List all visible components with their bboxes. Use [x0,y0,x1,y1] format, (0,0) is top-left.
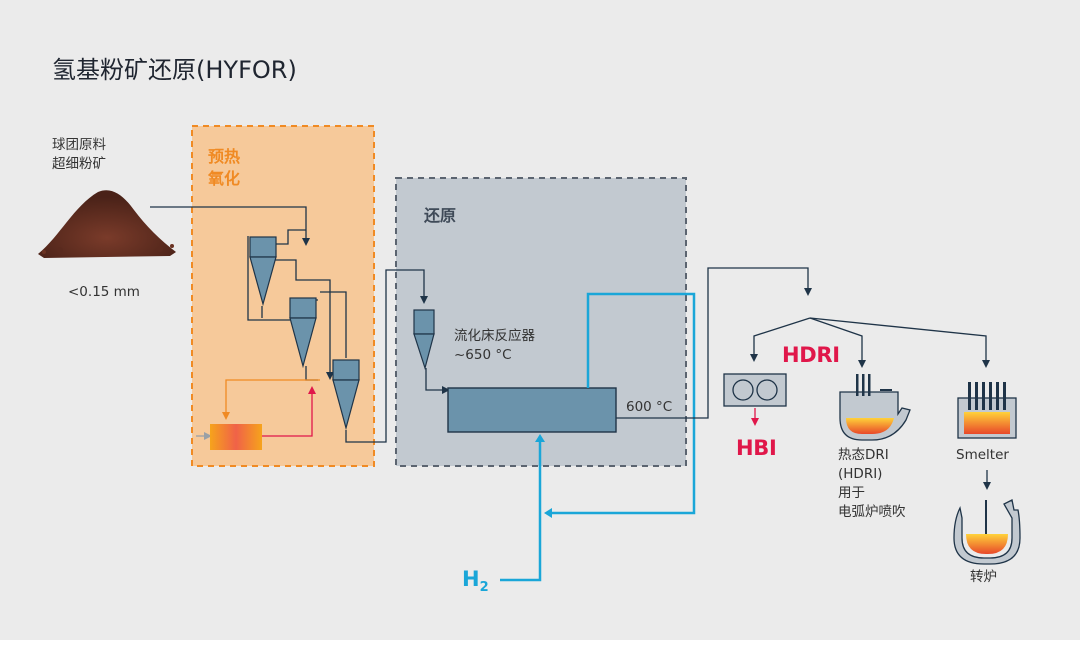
feed-label: 球团原料 超细粉矿 [52,136,106,174]
cyclone-3 [332,359,360,431]
hot-dri-label-line2: (HDRI) [838,466,883,482]
fluidized-bed-reactor [447,387,617,433]
reactor-label-line1: 流化床反应器 [454,328,535,344]
reactor-label-line2: ~650 °C [454,347,512,363]
feed-line [150,206,310,246]
preheat-zone-label-line1: 预热 [208,147,241,166]
ore-pile-icon [38,190,176,258]
feed-label-line2: 超细粉矿 [52,156,106,172]
heater-lines [196,379,320,440]
preheater-burner [210,424,262,450]
preheat-zone-label-line2: 氧化 [208,169,241,188]
outlet-temperature: 600 °C [626,399,673,415]
converter-icon [953,499,1021,565]
product-outlet-line [616,267,990,419]
hydrogen-label: H2 [462,567,489,595]
hot-dri-label-line4: 电弧炉喷吹 [838,504,906,520]
hydrogen-subscript: 2 [479,580,489,596]
hydrogen-symbol: H [462,567,480,591]
smelter-label: Smelter [956,447,1009,463]
electric-arc-furnace-icon [839,374,911,441]
reduction-zone-label: 还原 [424,206,457,225]
hot-dri-label: 热态DRI (HDRI) 用于 电弧炉喷吹 [838,446,906,522]
hydrogen-loop [500,292,696,582]
hot-dri-label-line1: 热态DRI [838,447,889,463]
hdri-label: HDRI [782,343,840,367]
feed-size-label: <0.15 mm [68,284,140,300]
cyclone-2 [289,297,317,369]
briquetting-press-icon [723,373,787,426]
feed-label-line1: 球团原料 [52,137,106,153]
converter-label: 转炉 [970,569,997,585]
page-title: 氢基粉矿还原(HYFOR) [52,56,297,84]
hot-dri-label-line3: 用于 [838,485,865,501]
reactor-label: 流化床反应器 ~650 °C [454,327,535,365]
preheat-zone-label: 预热 氧化 [208,146,240,190]
cyclone-connections [247,229,450,443]
hbi-label: HBI [736,436,777,460]
smelter-icon [957,382,1017,490]
reduction-cyclone [413,309,435,371]
cyclone-1 [249,236,277,307]
